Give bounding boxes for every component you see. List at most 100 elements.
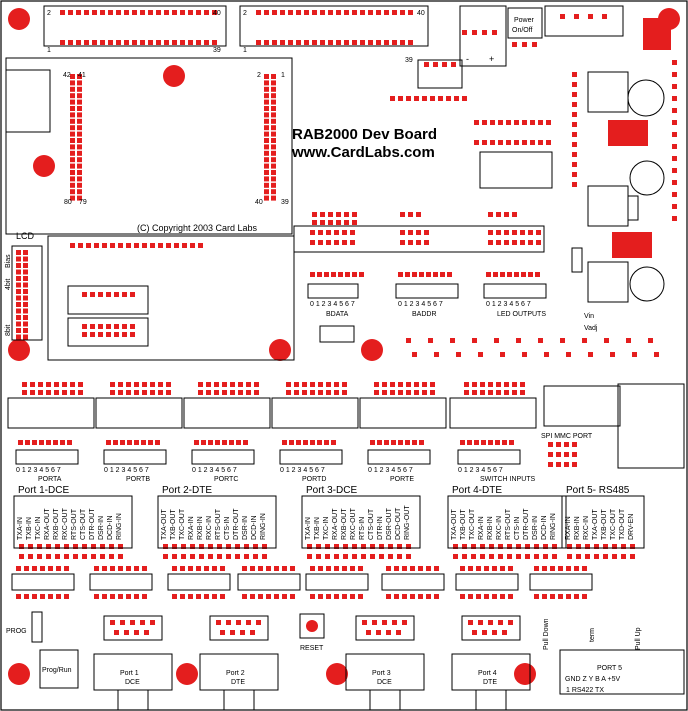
pad — [109, 554, 114, 559]
pad — [410, 594, 415, 599]
bus-area: 0 1 2 3 4 5 6 7 0 1 2 3 4 5 6 7 0 1 2 3 … — [293, 225, 547, 343]
serial-signal-label: TXB-IN — [26, 517, 33, 540]
pad — [236, 620, 241, 625]
pad — [181, 554, 186, 559]
pad — [84, 10, 89, 15]
serial-signal-label: TXC-OUT — [179, 508, 186, 540]
serial-port-name: Port 2-DTE — [162, 485, 212, 496]
spi-mmc-connector — [543, 385, 621, 427]
pad — [120, 620, 125, 625]
pad — [495, 440, 500, 445]
pad — [434, 594, 439, 599]
pad — [490, 140, 495, 145]
serial-signal-label: RXB-OUT — [53, 508, 60, 540]
pad — [304, 40, 309, 45]
pad — [430, 390, 435, 395]
pad — [318, 594, 323, 599]
io-port-name: PORTB — [126, 476, 150, 483]
pad — [406, 338, 411, 343]
pad — [386, 594, 391, 599]
serial-signal-label: RTS-OUT — [71, 508, 78, 540]
mounting-hole — [514, 663, 536, 685]
pad — [566, 594, 571, 599]
pad — [124, 40, 129, 45]
pad — [454, 96, 459, 101]
pad — [456, 352, 461, 357]
pad — [264, 99, 269, 105]
reset-button[interactable]: RESET — [299, 613, 325, 652]
pad — [118, 382, 123, 387]
pad — [181, 544, 186, 549]
pad — [16, 334, 21, 340]
pad — [94, 243, 99, 248]
serial-signal-label: TXB-OUT — [460, 509, 467, 540]
pad — [426, 272, 431, 277]
pad — [489, 554, 494, 559]
pad — [271, 176, 276, 182]
driver-ic — [89, 573, 153, 591]
pad — [240, 630, 245, 635]
db9-port-label: Port 4 — [478, 670, 497, 677]
pad — [16, 256, 21, 262]
serial-signal-label: RXB-IN — [574, 516, 581, 540]
pad — [150, 382, 155, 387]
pad — [480, 544, 485, 549]
pad — [238, 390, 243, 395]
pad — [672, 96, 677, 101]
pad — [512, 230, 517, 235]
pad — [22, 390, 27, 395]
pad — [328, 220, 333, 225]
pad — [67, 440, 72, 445]
io-port-bits: 0 1 2 3 4 5 6 7 — [16, 467, 61, 474]
pad — [102, 594, 107, 599]
pad — [508, 566, 513, 571]
pad — [388, 554, 393, 559]
pad — [350, 566, 355, 571]
pad — [414, 390, 419, 395]
pad — [312, 10, 317, 15]
pad — [310, 272, 315, 277]
pad — [70, 390, 75, 395]
pad — [214, 382, 219, 387]
pad — [264, 10, 269, 15]
pad — [556, 462, 561, 467]
serial-signal-label: TXC-OUT — [469, 508, 476, 540]
pad — [55, 544, 60, 549]
serial-signal-label: CTS-IN — [224, 517, 231, 540]
pad — [450, 338, 455, 343]
serial-signal-label: RING-IN — [550, 513, 557, 540]
mounting-hole — [269, 339, 291, 361]
pad — [214, 390, 219, 395]
io-port-bits: 0 1 2 3 4 5 6 7 — [192, 467, 237, 474]
pad — [70, 99, 75, 105]
pad — [122, 324, 127, 329]
pad — [94, 594, 99, 599]
pad — [566, 566, 571, 571]
driver-ic — [455, 573, 519, 591]
serial-signal-label: DSR-OUT — [386, 507, 393, 540]
pad — [480, 382, 485, 387]
pad — [70, 163, 75, 169]
pad — [64, 554, 69, 559]
pad — [572, 142, 577, 147]
pad — [258, 566, 263, 571]
pad — [326, 390, 331, 395]
pad — [82, 292, 87, 297]
pad — [428, 338, 433, 343]
pad — [77, 150, 82, 156]
pad — [110, 594, 115, 599]
pad — [230, 630, 235, 635]
bdata-label: BDATA — [326, 311, 349, 318]
pad — [40, 566, 45, 571]
pad — [235, 554, 240, 559]
io-port-ic — [457, 449, 521, 465]
db9-port-label: Port 2 — [226, 670, 245, 677]
pad — [256, 40, 261, 45]
pad — [672, 108, 677, 113]
pad — [548, 442, 553, 447]
pad — [70, 382, 75, 387]
pad — [508, 620, 513, 625]
io-port-header — [359, 397, 447, 429]
pad — [141, 440, 146, 445]
serial-port-name: Port 3-DCE — [306, 485, 357, 496]
